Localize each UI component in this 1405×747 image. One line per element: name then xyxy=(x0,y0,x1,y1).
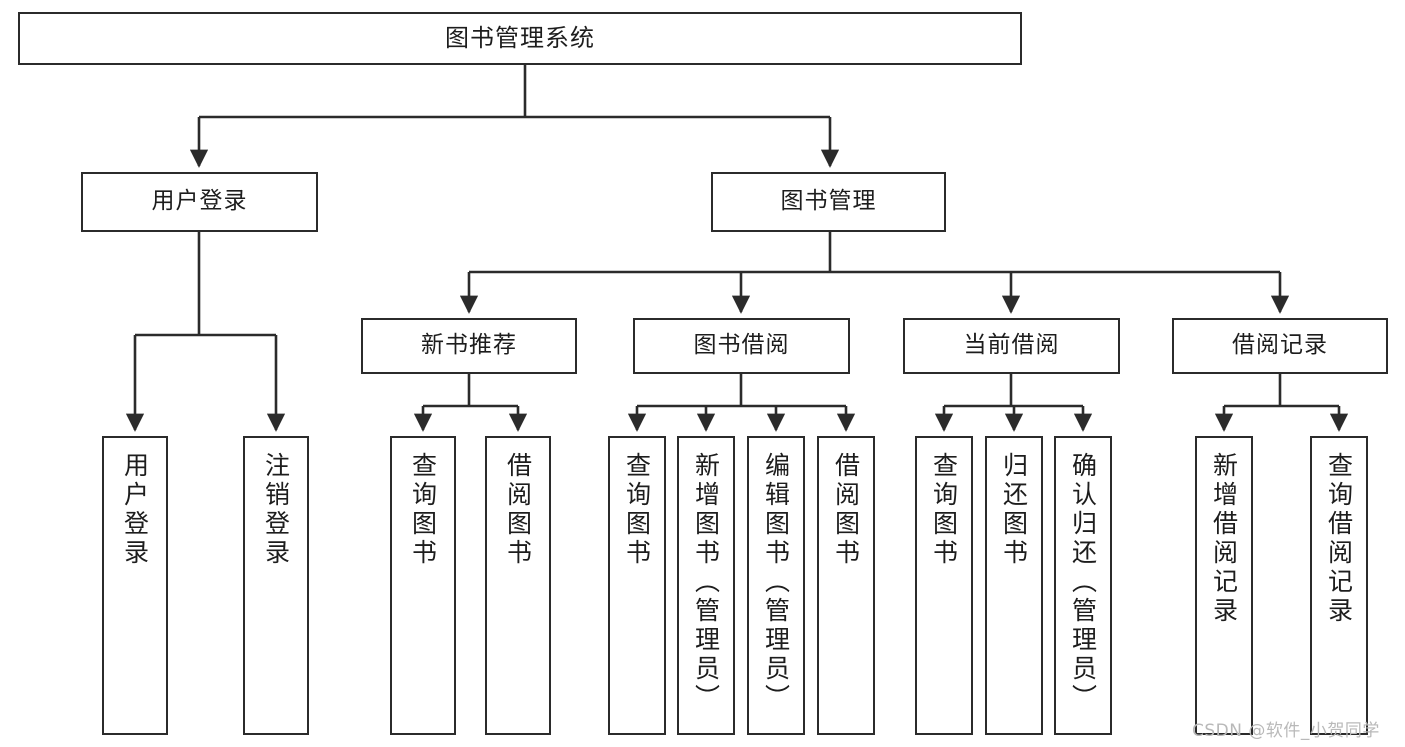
node-leaf-query-borrow-record-label: 查询借阅记录 xyxy=(1324,452,1354,626)
node-leaf-return-book-label: 归还图书 xyxy=(999,452,1029,568)
node-leaf-confirm-return-label: 确认归还（管理员） xyxy=(1068,452,1098,713)
node-leaf-return-book[interactable]: 归还图书 xyxy=(985,436,1043,735)
node-borrow-record[interactable]: 借阅记录 xyxy=(1172,318,1388,374)
node-book-borrow[interactable]: 图书借阅 xyxy=(633,318,850,374)
node-leaf-query-book-3[interactable]: 查询图书 xyxy=(915,436,973,735)
node-new-book-recommend-label: 新书推荐 xyxy=(421,332,517,359)
node-leaf-confirm-return[interactable]: 确认归还（管理员） xyxy=(1054,436,1112,735)
node-book-borrow-label: 图书借阅 xyxy=(693,332,790,359)
node-root-label: 图书管理系统 xyxy=(445,24,595,53)
node-leaf-add-borrow-record-label: 新增借阅记录 xyxy=(1209,452,1239,626)
node-leaf-user-logout-label: 注销登录 xyxy=(261,452,291,568)
node-leaf-user-login[interactable]: 用户登录 xyxy=(102,436,168,735)
node-borrow-record-label: 借阅记录 xyxy=(1232,332,1328,359)
node-current-borrow[interactable]: 当前借阅 xyxy=(903,318,1120,374)
node-leaf-borrow-book-1-label: 借阅图书 xyxy=(503,452,533,568)
node-leaf-user-logout[interactable]: 注销登录 xyxy=(243,436,309,735)
node-leaf-user-login-label: 用户登录 xyxy=(120,452,150,568)
node-user-login[interactable]: 用户登录 xyxy=(81,172,318,232)
node-root[interactable]: 图书管理系统 xyxy=(18,12,1022,65)
node-leaf-borrow-book-2[interactable]: 借阅图书 xyxy=(817,436,875,735)
node-leaf-query-book-3-label: 查询图书 xyxy=(929,452,959,568)
node-leaf-add-book[interactable]: 新增图书（管理员） xyxy=(677,436,735,735)
node-current-borrow-label: 当前借阅 xyxy=(963,332,1060,359)
node-new-book-recommend[interactable]: 新书推荐 xyxy=(361,318,577,374)
node-leaf-add-book-label: 新增图书（管理员） xyxy=(691,452,721,713)
node-leaf-edit-book[interactable]: 编辑图书（管理员） xyxy=(747,436,805,735)
node-leaf-edit-book-label: 编辑图书（管理员） xyxy=(761,452,791,713)
csdn-watermark: CSDN @软件_小贺同学 xyxy=(1192,721,1380,741)
node-leaf-borrow-book-1[interactable]: 借阅图书 xyxy=(485,436,551,735)
node-leaf-query-book-1[interactable]: 查询图书 xyxy=(390,436,456,735)
node-leaf-add-borrow-record[interactable]: 新增借阅记录 xyxy=(1195,436,1253,735)
node-leaf-query-borrow-record[interactable]: 查询借阅记录 xyxy=(1310,436,1368,735)
node-leaf-query-book-1-label: 查询图书 xyxy=(408,452,438,568)
node-user-login-label: 用户登录 xyxy=(151,188,248,215)
node-leaf-borrow-book-2-label: 借阅图书 xyxy=(831,452,861,568)
node-book-manage-label: 图书管理 xyxy=(780,188,877,215)
node-leaf-query-book-2-label: 查询图书 xyxy=(622,452,652,568)
node-leaf-query-book-2[interactable]: 查询图书 xyxy=(608,436,666,735)
node-book-manage[interactable]: 图书管理 xyxy=(711,172,946,232)
